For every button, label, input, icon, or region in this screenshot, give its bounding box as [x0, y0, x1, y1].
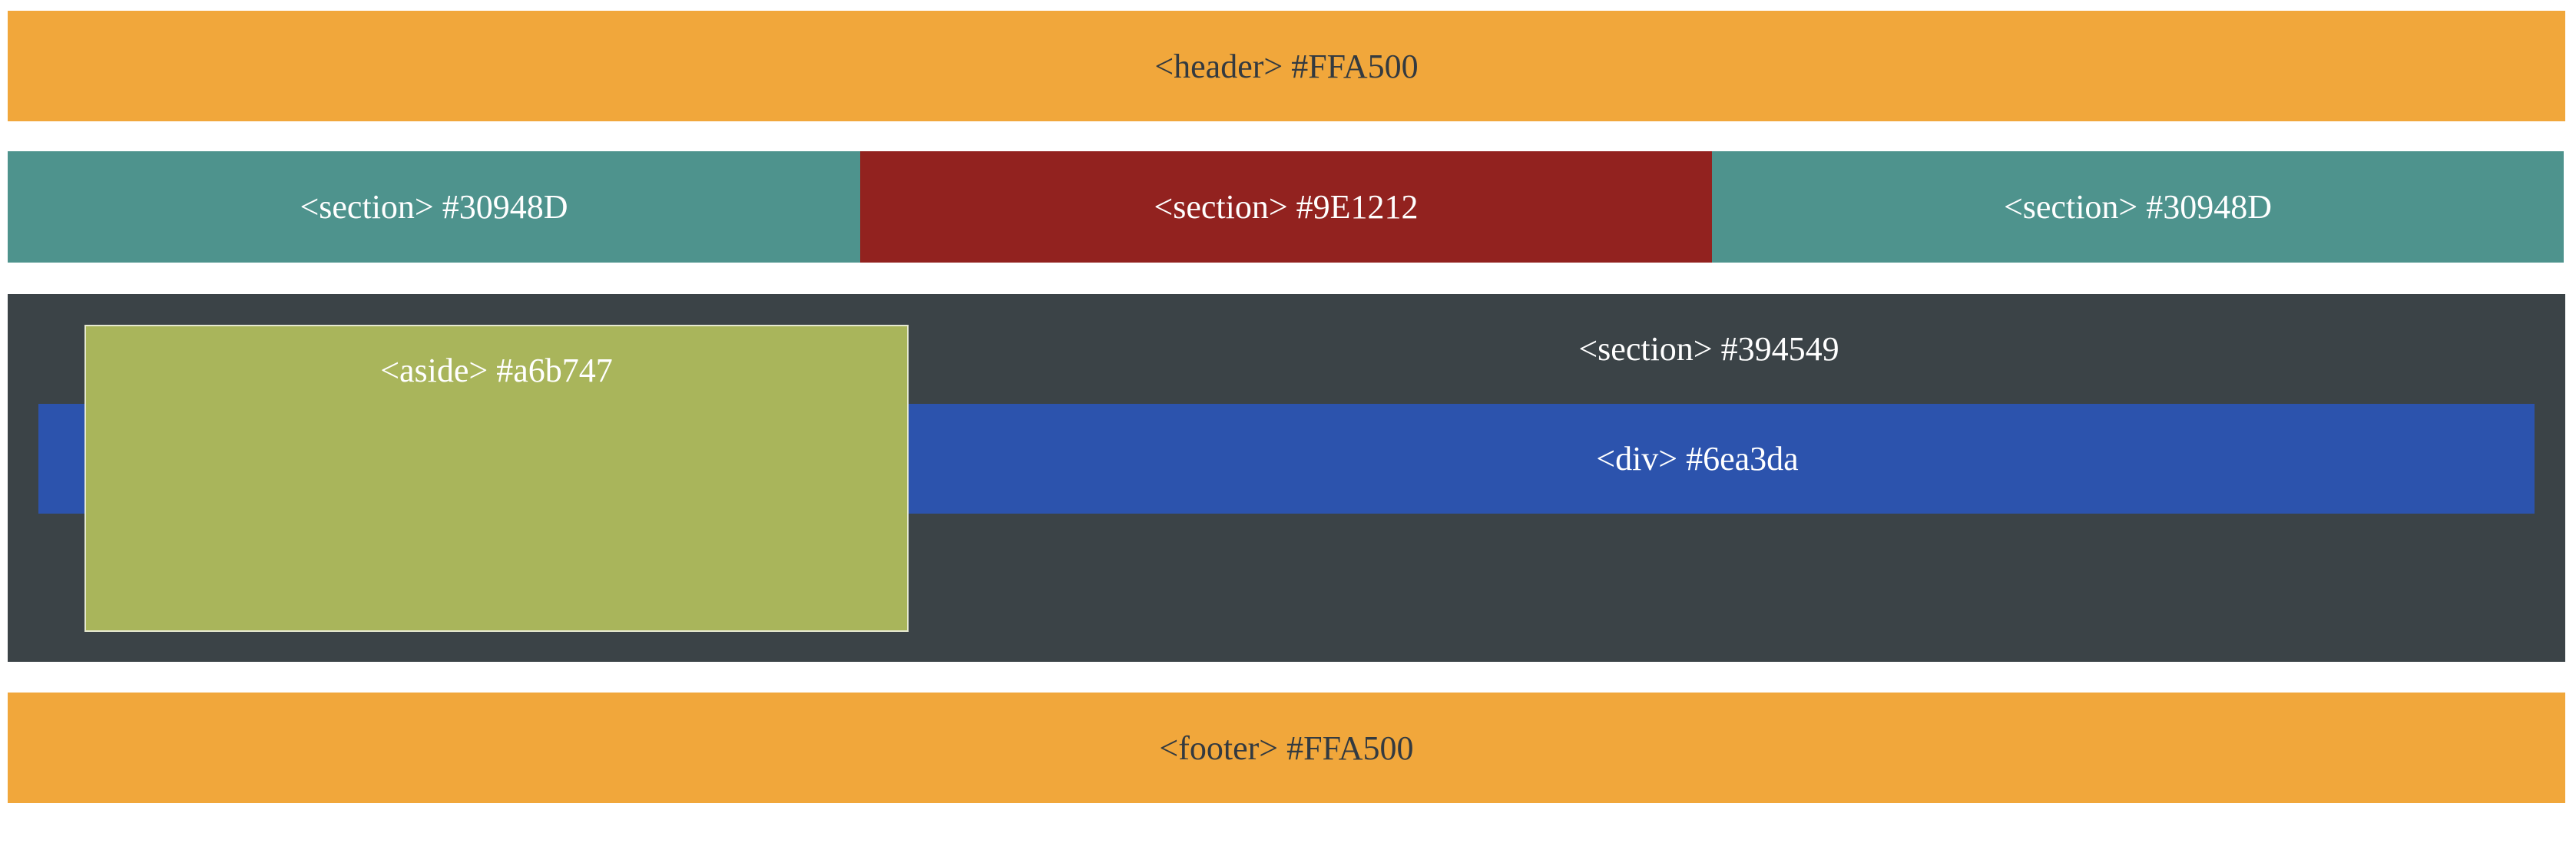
inner-div-label: <div> #6ea3da — [1596, 440, 1799, 478]
section-teal-left-label: <section> #30948D — [300, 188, 568, 226]
section-teal-right-label: <section> #30948D — [2003, 188, 2273, 226]
footer-block: <footer> #FFA500 — [8, 693, 2565, 803]
section-red-middle-label: <section> #9E1212 — [1154, 188, 1419, 226]
main-section: <section> #394549 <div> #6ea3da <aside> … — [8, 294, 2565, 662]
aside-block: <aside> #a6b747 — [84, 325, 909, 632]
section-red-middle: <section> #9E1212 — [860, 151, 1712, 263]
section-teal-left: <section> #30948D — [8, 151, 860, 263]
header-label: <header> #FFA500 — [1154, 47, 1419, 85]
footer-label: <footer> #FFA500 — [1159, 729, 1414, 767]
header-block: <header> #FFA500 — [8, 11, 2565, 121]
section-teal-right: <section> #30948D — [1712, 151, 2564, 263]
aside-label: <aside> #a6b747 — [380, 352, 613, 389]
main-section-label: <section> #394549 — [1578, 330, 1839, 368]
